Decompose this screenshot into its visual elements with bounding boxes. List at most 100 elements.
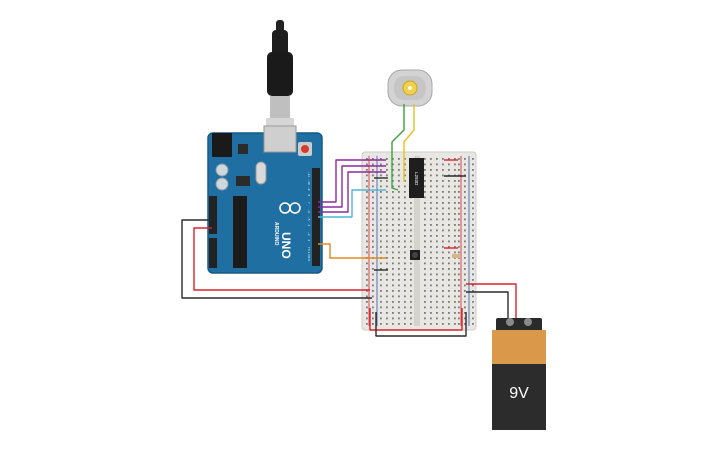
breadboard-hole (424, 235, 426, 237)
capacitor (215, 177, 229, 191)
breadboard-hole (448, 235, 450, 237)
breadboard-hole (404, 229, 406, 232)
breadboard-hole (410, 323, 412, 325)
breadboard-hole (404, 273, 406, 276)
breadboard-hole (424, 257, 426, 259)
breadboard-hole (454, 229, 456, 232)
battery-9v[interactable]: 9V (492, 318, 546, 430)
breadboard-hole (454, 191, 456, 193)
breadboard-hole (448, 262, 450, 265)
breadboard-holes (366, 158, 474, 325)
resistor (452, 254, 460, 258)
breadboard-hole (372, 240, 374, 243)
breadboard-hole (386, 257, 388, 259)
breadboard-hole (410, 246, 412, 248)
breadboard-hole (472, 240, 474, 243)
analog-header[interactable] (209, 238, 217, 268)
breadboard-hole (386, 262, 388, 265)
breadboard-hole (386, 306, 388, 309)
breadboard-hole (472, 257, 474, 259)
breadboard-hole (366, 295, 368, 298)
breadboard-hole (442, 251, 444, 254)
breadboard-hole (404, 207, 406, 210)
breadboard-hole (458, 213, 460, 215)
breadboard-hole (454, 262, 456, 265)
breadboard[interactable] (361, 151, 477, 331)
breadboard-hole (386, 202, 388, 204)
breadboard-hole (458, 191, 460, 193)
breadboard-hole (472, 191, 474, 193)
breadboard-hole (472, 323, 474, 325)
breadboard-hole (380, 229, 382, 232)
digital-header[interactable] (312, 168, 320, 266)
breadboard-hole (436, 235, 438, 237)
breadboard-hole (380, 279, 382, 281)
wires (181, 104, 517, 337)
breadboard-hole (448, 196, 450, 199)
breadboard-hole (458, 317, 460, 320)
breadboard-hole (424, 268, 426, 270)
breadboard-hole (410, 284, 412, 287)
breadboard-hole (398, 295, 400, 298)
breadboard-hole (410, 240, 412, 243)
breadboard-hole (442, 301, 444, 303)
breadboard-hole (392, 317, 394, 320)
breadboard-hole (442, 196, 444, 199)
breadboard-hole (424, 207, 426, 210)
breadboard-hole (424, 290, 426, 292)
breadboard-hole (464, 158, 466, 160)
breadboard-hole (366, 323, 368, 325)
breadboard-hole (442, 262, 444, 265)
breadboard-hole (458, 301, 460, 303)
breadboard-hole (410, 213, 412, 215)
breadboard-hole (436, 257, 438, 259)
breadboard-hole (380, 169, 382, 171)
breadboard-hole (404, 213, 406, 215)
breadboard-hole (448, 284, 450, 287)
power-header[interactable] (209, 196, 217, 234)
breadboard-hole (424, 218, 426, 221)
breadboard-hole (472, 306, 474, 309)
breadboard-hole (392, 273, 394, 276)
breadboard-hole (430, 229, 432, 232)
breadboard-hole (424, 306, 426, 309)
breadboard-hole (430, 207, 432, 210)
header-pin-label: ~9 (307, 187, 311, 191)
breadboard-hole (380, 224, 382, 226)
breadboard-hole (454, 169, 456, 171)
breadboard-hole (380, 207, 382, 210)
breadboard-hole (410, 207, 412, 210)
breadboard-hole (464, 251, 466, 254)
breadboard-hole (386, 251, 388, 254)
breadboard-hole (366, 213, 368, 215)
breadboard-hole (404, 284, 406, 287)
breadboard-hole (448, 279, 450, 281)
breadboard-hole (424, 251, 426, 254)
breadboard-hole (424, 213, 426, 215)
breadboard-hole (464, 229, 466, 232)
breadboard-hole (386, 163, 388, 166)
breadboard-hole (404, 295, 406, 298)
breadboard-hole (430, 257, 432, 259)
breadboard-hole (436, 240, 438, 243)
breadboard-hole (366, 174, 368, 177)
breadboard-hole (410, 268, 412, 270)
breadboard-hole (392, 295, 394, 298)
breadboard-hole (458, 202, 460, 204)
breadboard-hole (380, 174, 382, 177)
breadboard-hole (372, 246, 374, 248)
breadboard-hole (424, 312, 426, 314)
breadboard-hole (436, 317, 438, 320)
breadboard-hole (430, 163, 432, 166)
motor-driver-ic[interactable]: L293D (409, 158, 424, 198)
breadboard-hole (392, 257, 394, 259)
breadboard-hole (380, 163, 382, 166)
breadboard-hole (442, 290, 444, 292)
breadboard-hole (458, 240, 460, 243)
dc-motor[interactable] (387, 69, 433, 107)
breadboard-hole (386, 180, 388, 182)
breadboard-hole (458, 185, 460, 188)
breadboard-hole (386, 229, 388, 232)
